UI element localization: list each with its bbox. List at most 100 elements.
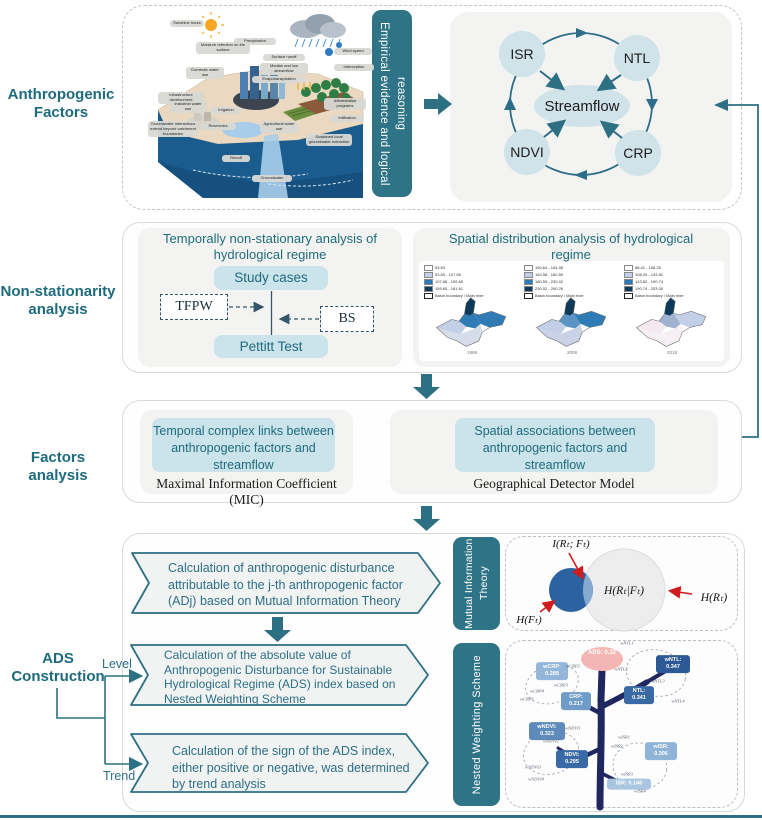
down-arrow-icon <box>413 506 440 531</box>
weight-label: wNTL1 <box>620 640 634 646</box>
step1-text: Calculation of anthropogenic disturbance… <box>168 561 403 608</box>
label-nonstationarity-analysis: Non-stationarity analysis <box>0 283 116 318</box>
watershed-label: Surface runoff <box>263 54 305 61</box>
down-arrow-icon <box>413 374 440 399</box>
legend-swatch <box>524 272 533 278</box>
weight-label: wCRP3 <box>554 682 568 688</box>
maps-strip-background <box>419 261 724 361</box>
watershed-label: Reservoirs <box>200 123 236 130</box>
building <box>261 74 268 99</box>
hf-entropy-label: H(Fₜ) <box>516 614 542 626</box>
ads-bracket <box>56 676 106 764</box>
watershed-label: Infrastructure development <box>158 92 204 104</box>
pettitt-test-box: Pettitt Test <box>214 335 328 358</box>
step3-text: Calculation of the sign of the ADS index… <box>172 744 410 791</box>
watershed-label: Evapotranspiration <box>252 76 306 83</box>
legend-swatch <box>624 279 633 285</box>
watershed-label: Afforestation programs <box>324 98 366 110</box>
weight-label: wISR2 <box>611 743 623 749</box>
watershed-label: Sunshine hours <box>170 20 204 27</box>
mutual-information-theory-bar: Mutual Information Theory <box>453 537 500 630</box>
bottom-rule <box>0 815 762 818</box>
legend-label: 159.65 - 181.61 <box>435 286 464 291</box>
watershed-label: Industrial water use <box>170 101 206 113</box>
weight-label: wNDVI1 <box>565 725 581 731</box>
tree-box-wcrp: wCRP: 0.289 <box>536 662 568 680</box>
weight-label: wCRP1 <box>520 696 534 702</box>
legend-label: 190.74 - 253.05 <box>635 286 664 291</box>
tree-box-crp: CRP: 0.217 <box>561 692 591 710</box>
evapotranspiration-arrows <box>297 82 311 90</box>
watershed-label: Groundwater <box>252 175 292 182</box>
legend-swatch <box>424 279 433 285</box>
weight-label: wNDVI3 <box>525 764 541 770</box>
conditional-entropy-label: H(Rₜ|Fₜ) <box>604 585 644 597</box>
weight-label: wNDVI2 <box>543 738 559 744</box>
temporal-links-box: Temporal complex links between anthropog… <box>152 418 335 472</box>
watershed-label: Median and low streamflow <box>260 63 308 75</box>
legend-label: 88.41 - 108.25 <box>635 265 661 270</box>
watershed-label: Agricultural water use <box>260 121 298 133</box>
legend-swatch <box>524 265 533 271</box>
temporal-analysis-title: Temporally non-stationary analysis of hy… <box>163 231 377 263</box>
legend-swatch <box>424 265 433 271</box>
legend-label: Basin boundary / Main river <box>635 293 684 298</box>
river-channel <box>258 134 288 198</box>
watershed-label: Interception <box>334 64 374 71</box>
watershed-label: Runoff <box>222 155 250 162</box>
legend-label: 150.64 - 164.58 <box>535 265 564 270</box>
mic-method-label: Maximal Information Coefficient (MIC) <box>156 476 337 507</box>
watershed-label: Precipitation <box>234 38 276 45</box>
watershed-label: Irrigation <box>210 107 242 114</box>
watershed-label: Groundwater interactions extend beyond c… <box>148 121 198 138</box>
watershed-label: Sustained local groundwater extraction <box>306 134 352 146</box>
map-year: 2018 <box>666 350 678 355</box>
tree-box-ndvi: NDVI: 0.295 <box>556 750 588 768</box>
building <box>270 70 278 99</box>
network-diagram-background <box>450 12 732 202</box>
weight-label: wISR1 <box>618 734 630 740</box>
watershed-label: Wind speed <box>334 48 372 55</box>
groundwater-flow-lines <box>192 169 354 187</box>
tree-box-wntl: wNTL: 0.347 <box>656 655 690 673</box>
legend-label: 53.83 - 107.66 <box>435 272 461 277</box>
legend-label: 108.25 - 143.82 <box>635 272 664 277</box>
legend-label: 53.83 <box>435 265 446 270</box>
weight-label: wCRP2 <box>566 663 580 669</box>
legend-label: 230.02 - 290.26 <box>535 286 564 291</box>
trend-label: Trend <box>103 769 136 783</box>
label-ads-construction: ADS Construction <box>11 650 105 685</box>
sun-icon <box>205 19 217 31</box>
tree-box-wisr: wISR: 0.306 <box>645 742 677 760</box>
label-factors-analysis: Factors analysis <box>28 449 88 484</box>
legend-swatch <box>624 293 633 299</box>
factory <box>194 110 201 121</box>
legend-swatch <box>424 286 433 292</box>
rain-cloud-icon <box>290 14 346 56</box>
spatial-analysis-title: Spatial distribution analysis of hydrolo… <box>448 231 694 263</box>
legend-label: 164.58 - 180.59 <box>535 272 564 277</box>
watershed-label: Domestic water use <box>186 67 224 79</box>
legend-swatch <box>424 272 433 278</box>
legend-label: Basin boundary / Main river <box>435 293 484 298</box>
legend-label: 143.82 - 190.74 <box>635 279 664 284</box>
nested-weighting-scheme-bar: Nested Weighting Scheme <box>453 643 500 806</box>
spatial-links-box: Spatial associations between anthropogen… <box>455 418 655 472</box>
gdm-method-label: Geographical Detector Model <box>473 476 635 491</box>
watershed-label: Infiltration <box>330 115 364 122</box>
legend-swatch <box>624 286 633 292</box>
weight-label: wCRP4 <box>530 688 544 694</box>
mutual-information-theory-label: Mutual Information Theory <box>462 538 490 629</box>
weight-label: wNTL2 <box>614 666 628 672</box>
legend-label: Basin boundary / Main river <box>535 293 584 298</box>
legend-swatch <box>524 286 533 292</box>
step2-text: Calculation of the absolute value of Ant… <box>164 648 396 706</box>
building <box>240 72 248 99</box>
legend-swatch <box>524 279 533 285</box>
map-year: 1998 <box>466 350 478 355</box>
legend-label: 107.66 - 159.65 <box>435 279 464 284</box>
legend-swatch <box>624 272 633 278</box>
label-anthropogenic-factors: Anthropogenic Factors <box>7 86 115 121</box>
study-cases-box: Study cases <box>214 266 328 290</box>
empirical-evidence-label: Empirical evidence and logical reasoning <box>378 21 407 186</box>
